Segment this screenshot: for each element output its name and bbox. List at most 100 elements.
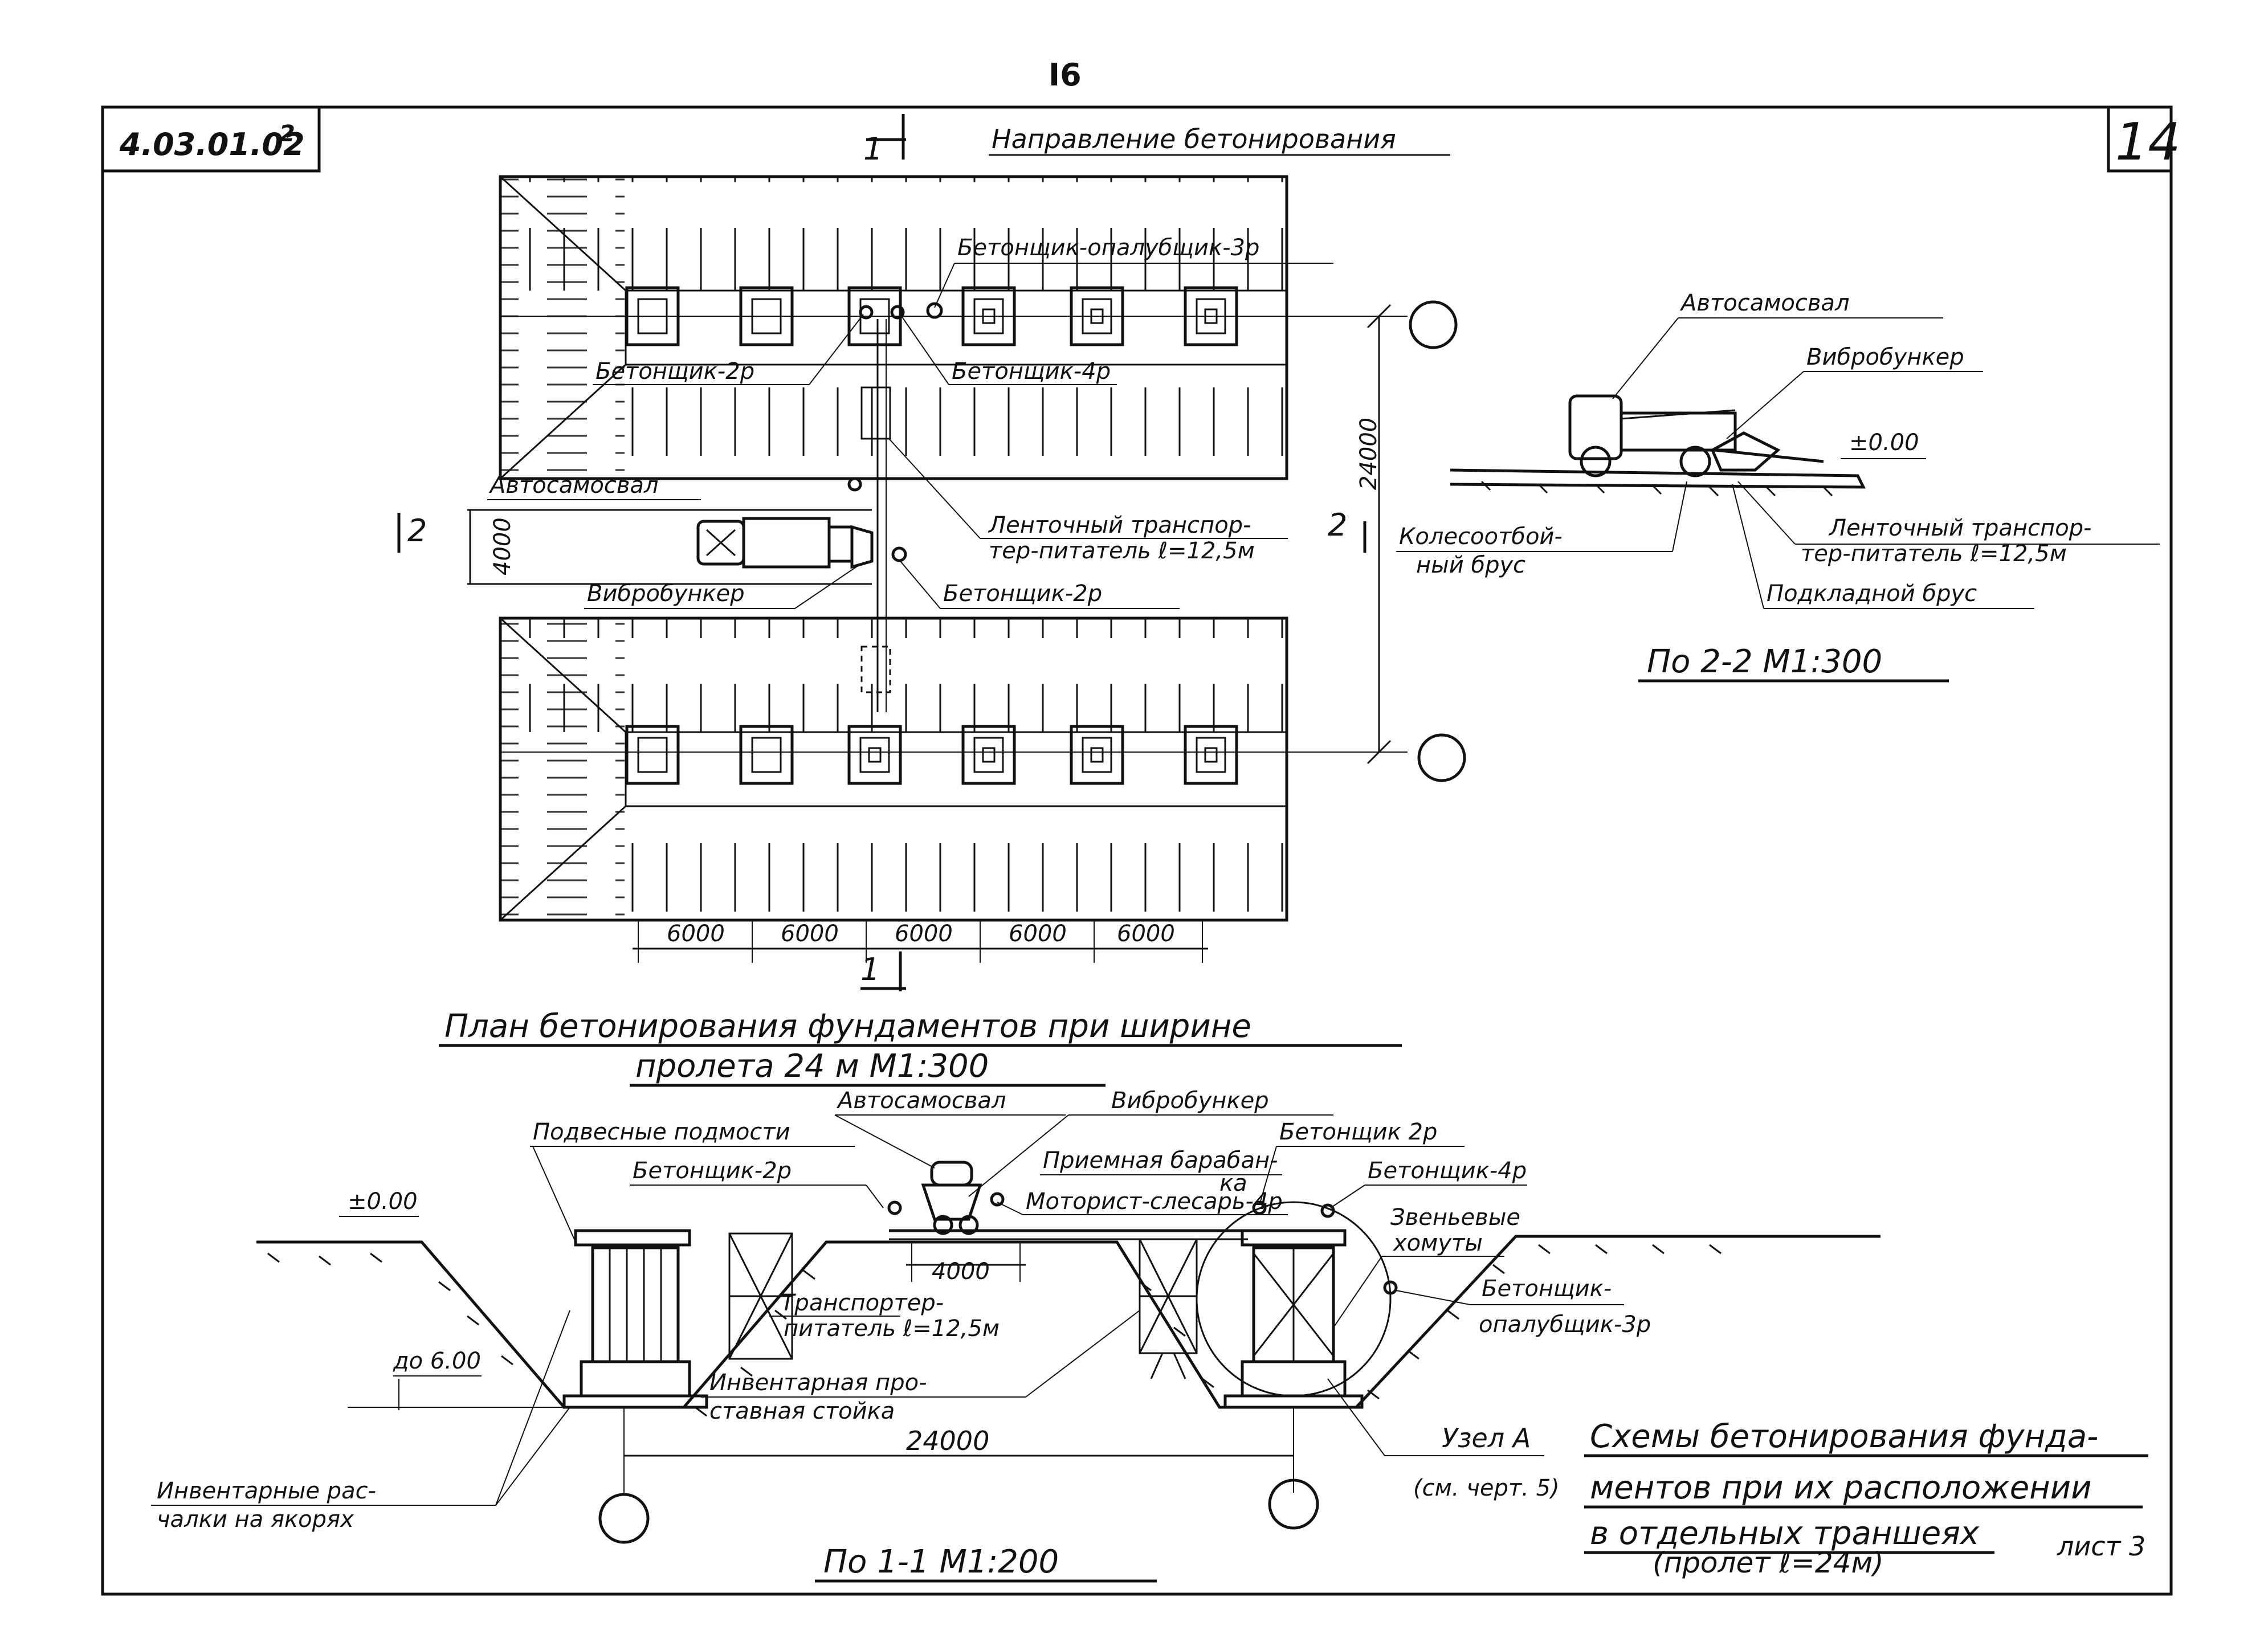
- axis-bubble: [1409, 300, 1458, 349]
- worker-marker: [887, 1200, 902, 1215]
- plan-title-line1: План бетонирования фундаментов при ширин…: [444, 1008, 1251, 1045]
- section-2-label-right: 2: [1328, 507, 1347, 543]
- s11-label-hanging-scaffold: Подвесные подмости: [533, 1119, 790, 1145]
- dim-step-2: 6000: [781, 921, 839, 947]
- s22-dump-truck: [1568, 394, 1737, 477]
- s11-label-braces-2: чалки на якорях: [157, 1506, 354, 1533]
- s11-dim-span: 24000: [906, 1425, 989, 1456]
- worker-marker: [990, 1192, 1005, 1207]
- s22-label-bearing-beam: Подкладной брус: [1767, 581, 1977, 607]
- label-conveyor-plan-2: тер-питатель ℓ=12,5м: [989, 538, 1255, 564]
- s22-title: По 2-2 М1:300: [1647, 643, 1882, 680]
- s11-label-worker-2p-left: Бетонщик-2р: [633, 1158, 792, 1184]
- s11-label-worker-2p-right: Бетонщик 2р: [1279, 1119, 1437, 1145]
- doc-code-superscript: 2: [279, 121, 295, 147]
- worker-marker: [847, 477, 862, 492]
- label-worker-formwork: Бетонщик-опалубщик-3р: [957, 235, 1259, 261]
- lower-footings: [625, 725, 1238, 785]
- page-number: I6: [1049, 57, 1082, 93]
- conveyor-feeder-upper: [860, 386, 891, 440]
- direction-label: Направление бетонирования: [992, 124, 1396, 154]
- doc-code-box: [103, 107, 321, 173]
- sheet-number-box: [2107, 107, 2171, 173]
- s11-dim-4000: 4000: [932, 1259, 990, 1285]
- sheet-number: 14: [2115, 112, 2181, 172]
- s11-label-panel-formwork-1: Звеньевые: [1390, 1204, 1520, 1231]
- caption-line2: ментов при их расположении: [1590, 1469, 2092, 1506]
- s22-conveyor: [1715, 448, 1824, 463]
- plan-view: Направление бетонирования 1 1: [397, 114, 1466, 1087]
- s11-label-receiving-drum-1: Приемная барабан-: [1043, 1147, 1278, 1174]
- s11-foundation-right: [1223, 1229, 1364, 1409]
- s11-ground-hatch: [267, 1244, 1722, 1417]
- s11-label-dump-truck: Автосамосвал: [836, 1088, 1006, 1114]
- dim-road: 4000: [490, 517, 516, 575]
- dim-step-3: 6000: [895, 921, 953, 947]
- s22-vibrobunker: [1710, 431, 1781, 472]
- s11-level: ±0.00: [348, 1188, 418, 1215]
- doc-code: 4.03.01.02: [119, 126, 305, 162]
- s11-depth: до 6.00: [393, 1348, 481, 1374]
- sheet-list-label: лист 3: [2057, 1531, 2145, 1562]
- s22-label-conveyor-1: Ленточный транспор-: [1828, 515, 2092, 541]
- worker-marker: [1252, 1200, 1267, 1215]
- dim-step-4: 6000: [1009, 921, 1067, 947]
- s11-label-braces-1: Инвентарные рас-: [157, 1478, 376, 1504]
- s11-label-panel-formwork-2: хомуты: [1392, 1230, 1483, 1256]
- s11-label-conveyor-2: питатель ℓ=12,5м: [784, 1316, 1000, 1342]
- s11-label-fitter: Моторист-слесарь-4р: [1026, 1188, 1283, 1215]
- s11-label-node-ref: (см. черт. 5): [1413, 1475, 1560, 1501]
- s11-title: По 1-1 М1:200: [823, 1543, 1059, 1580]
- label-conveyor-plan-1: Ленточный транспор-: [988, 512, 1251, 538]
- section-1-label-bottom: 1: [860, 951, 880, 987]
- section-1-label-top: 1: [863, 131, 883, 167]
- s22-label-dump-truck: Автосамосвал: [1679, 290, 1850, 316]
- s11-label-conveyor-1: Транспортер-: [781, 1290, 944, 1316]
- plan-title-line2: пролета 24 м М1:300: [635, 1048, 989, 1085]
- s11-label-stand-2: ставная стойка: [709, 1398, 895, 1424]
- sheet-frame: [101, 105, 2173, 1596]
- dim-step-1: 6000: [667, 921, 725, 947]
- s11-vibrobunker: [921, 1161, 982, 1235]
- s11-label-worker-4p: Бетонщик-4р: [1368, 1158, 1527, 1184]
- s22-label-vibrobunker: Вибробункер: [1806, 344, 1964, 370]
- label-dump-truck-plan: Автосамосвал: [488, 472, 659, 499]
- worker-marker: [926, 302, 943, 319]
- label-worker-2p-mid: Бетонщик-2р: [943, 581, 1102, 607]
- dim-span-plan: 24000: [1356, 418, 1382, 490]
- caption-line4: (пролет ℓ=24м): [1653, 1546, 1884, 1579]
- caption-line1: Схемы бетонирования фунда-: [1590, 1418, 2098, 1455]
- section-1-1: Автосамосвал Вибробункер Подвесные подмо…: [151, 1088, 1881, 1583]
- worker-marker: [1320, 1203, 1335, 1218]
- s11-foundation-left: [562, 1229, 708, 1409]
- s11-label-worker-formwork-1: Бетонщик-: [1482, 1276, 1612, 1302]
- label-vibrobunker-plan: Вибробункер: [587, 581, 745, 607]
- section-2-2: Автосамосвал Вибробункер ±0.00 Колесоотб…: [1396, 290, 2160, 683]
- axis-bubble: [598, 1493, 650, 1544]
- s11-label-vibrobunker: Вибробункер: [1111, 1088, 1269, 1114]
- worker-marker: [859, 305, 874, 320]
- s11-label-node: Узел А: [1442, 1423, 1531, 1453]
- label-worker-4p: Бетонщик-4р: [952, 358, 1111, 385]
- dump-truck-plan: [696, 517, 854, 569]
- caption-line3: в отдельных траншеях: [1590, 1515, 1980, 1552]
- dim-step-5: 6000: [1117, 921, 1175, 947]
- section-2-label-left: 2: [407, 513, 427, 549]
- s22-label-track-beam-1: Колесоотбой-: [1399, 524, 1563, 550]
- worker-marker: [891, 546, 907, 562]
- drawing-caption: Схемы бетонирования фунда- ментов при их…: [1584, 1418, 2148, 1579]
- conveyor-feeder-lower: [860, 646, 891, 693]
- s22-ground: [1450, 468, 1866, 489]
- axis-bubble: [1268, 1478, 1319, 1530]
- s22-label-conveyor-2: тер-питатель ℓ=12,5м: [1801, 541, 2067, 567]
- s11-label-stand-1: Инвентарная про-: [709, 1370, 927, 1396]
- s11-ground-profile: [256, 1235, 1881, 1409]
- axis-bubble: [1417, 733, 1466, 782]
- s11-label-worker-formwork-2: опалубщик-3р: [1479, 1312, 1651, 1338]
- s22-label-track-beam-2: ный брус: [1416, 552, 1525, 578]
- label-worker-2p-top: Бетонщик-2р: [595, 358, 754, 385]
- s22-level: ±0.00: [1849, 430, 1919, 456]
- vibrobunker-plan: [850, 525, 874, 569]
- worker-marker: [890, 305, 905, 320]
